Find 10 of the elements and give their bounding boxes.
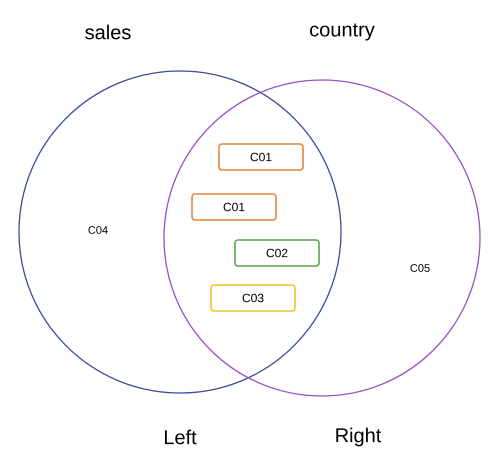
element-label: C04 [88,226,108,234]
element-box: C01 [191,193,277,221]
set-label: country [310,23,375,41]
set-label: Left [164,430,197,444]
element-label: C05 [410,264,430,272]
element-box: C01 [218,143,304,171]
element-box: C03 [210,284,296,312]
element-box: C02 [234,239,320,267]
set-label: Right [336,428,382,446]
set-label: sales [85,24,131,40]
